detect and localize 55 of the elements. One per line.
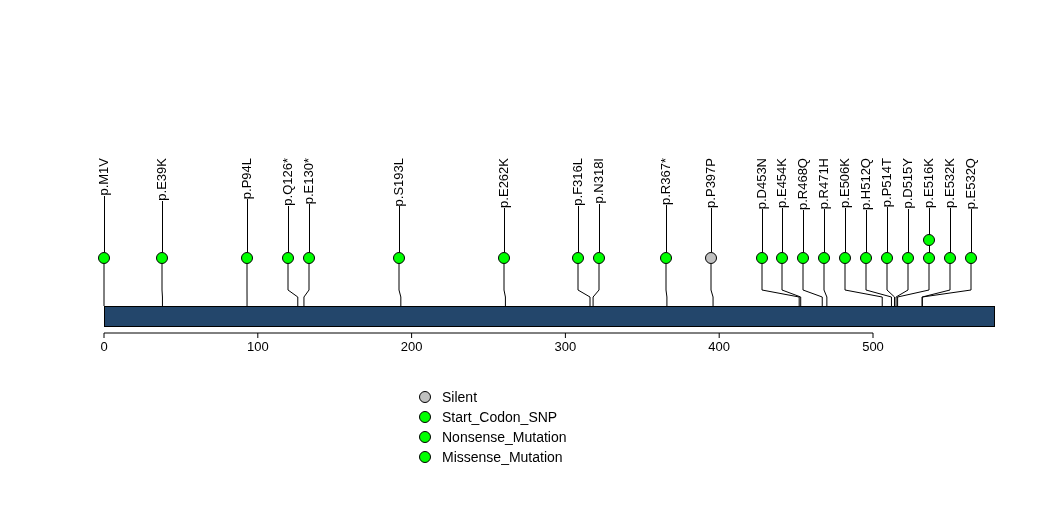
- stem-line: [665, 263, 668, 307]
- mutation-label: p.E506K: [838, 158, 852, 208]
- axis-tick-label: 100: [246, 339, 269, 354]
- stem-line: [761, 263, 800, 307]
- mutation-label: p.P397P: [704, 158, 718, 208]
- legend-label: Silent: [442, 389, 478, 405]
- stem-line: [897, 263, 930, 307]
- stem-line: [865, 263, 892, 307]
- mutation-label: p.P514T: [880, 158, 894, 208]
- stem-line: [503, 263, 506, 307]
- stem-line: [781, 263, 802, 307]
- mutation-label: p.E262K: [497, 158, 511, 208]
- mutation-label: p.D515Y: [901, 158, 915, 209]
- mutation-label: p.P94L: [240, 158, 254, 200]
- stem-line: [287, 263, 299, 307]
- mutation-label: p.R367*: [659, 158, 673, 205]
- mutation-label: p.D453N: [755, 158, 769, 210]
- stem-line: [844, 263, 883, 307]
- mutation-label: p.S193L: [392, 158, 406, 207]
- mutation-label: p.M1V: [97, 158, 111, 196]
- mutation-label: p.N318I: [592, 158, 606, 204]
- mutation-label: p.F316L: [571, 158, 585, 206]
- axis-tick-label: 0: [100, 339, 108, 354]
- stem-line: [161, 263, 163, 307]
- legend-label: Missense_Mutation: [442, 449, 563, 465]
- legend-label: Start_Codon_SNP: [442, 409, 558, 425]
- stem-line: [921, 263, 972, 307]
- stem-line: [577, 263, 591, 307]
- stem-line: [398, 263, 402, 307]
- stem-line: [103, 263, 105, 307]
- axis-tick-label: 200: [400, 339, 423, 354]
- stem-line: [802, 263, 823, 307]
- legend-label: Nonsense_Mutation: [442, 429, 567, 445]
- stem-line: [886, 263, 896, 307]
- axis-tick-label: 300: [554, 339, 577, 354]
- stem-line: [303, 263, 310, 307]
- mutation-label: p.E39K: [155, 158, 169, 201]
- mutation-label: p.R471H: [817, 158, 831, 210]
- mutation-label: p.H512Q: [859, 158, 873, 211]
- protein-bar: [104, 306, 995, 327]
- axis-tick-label: 400: [708, 339, 731, 354]
- mutation-label: p.Q126*: [281, 158, 295, 206]
- mutation-label: p.E516K: [922, 158, 936, 208]
- mutation-label: p.E532K: [943, 158, 957, 208]
- mutation-label: p.R468Q: [796, 158, 810, 211]
- stem-line: [710, 263, 714, 307]
- stem-line: [895, 263, 909, 307]
- mutation-label: p.E454K: [775, 158, 789, 208]
- stem-line: [823, 263, 828, 307]
- mutation-label: p.E532Q: [964, 158, 978, 210]
- stem-line: [592, 263, 600, 307]
- axis-tick-label: 500: [862, 339, 884, 354]
- stem-line: [246, 263, 248, 307]
- mutation-dot: [923, 234, 935, 246]
- mutation-label: p.E130*: [302, 158, 316, 205]
